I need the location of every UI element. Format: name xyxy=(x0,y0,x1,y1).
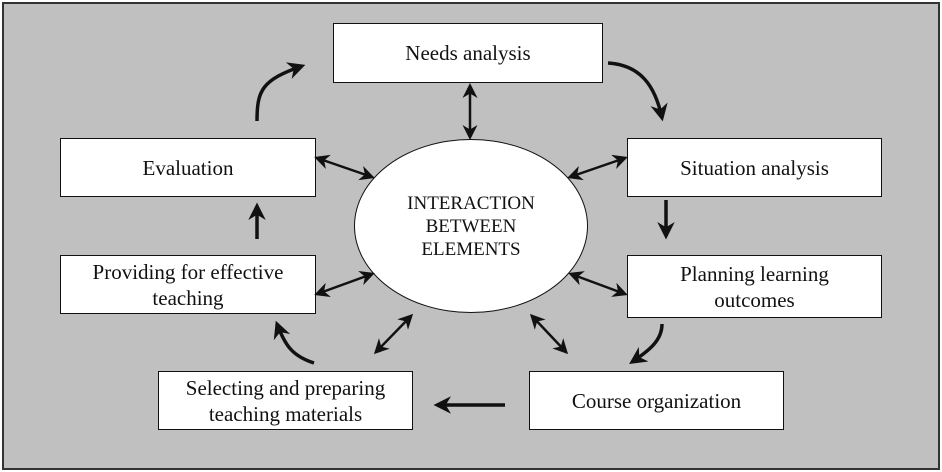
center-interaction-ellipse: INTERACTION BETWEEN ELEMENTS xyxy=(354,139,588,313)
node-label: Needs analysis xyxy=(405,41,531,65)
node-label-line: teaching materials xyxy=(208,401,363,426)
node-planning-learning-outcomes: Planning learning outcomes xyxy=(627,255,882,318)
node-providing-teaching: Providing for effective teaching xyxy=(60,255,316,314)
node-label-line: teaching xyxy=(152,285,224,310)
node-label: Situation analysis xyxy=(680,155,829,180)
center-label-line: ELEMENTS xyxy=(421,238,521,260)
node-label-line: Providing for effective xyxy=(92,259,284,284)
center-label-line: BETWEEN xyxy=(425,215,517,237)
node-label-line: Selecting and preparing xyxy=(185,375,386,400)
node-situation-analysis: Situation analysis xyxy=(627,138,882,197)
node-course-organization: Course organization xyxy=(529,371,784,430)
node-label-line: outcomes xyxy=(714,287,795,312)
node-label: Evaluation xyxy=(142,155,234,180)
center-label-line: INTERACTION xyxy=(407,192,535,214)
node-label-line: Planning learning xyxy=(680,261,829,286)
node-label: Course organization xyxy=(571,388,742,413)
node-selecting-materials: Selecting and preparing teaching materia… xyxy=(158,371,413,430)
node-needs-analysis: Needs analysis xyxy=(333,23,603,83)
node-evaluation: Evaluation xyxy=(60,138,316,197)
